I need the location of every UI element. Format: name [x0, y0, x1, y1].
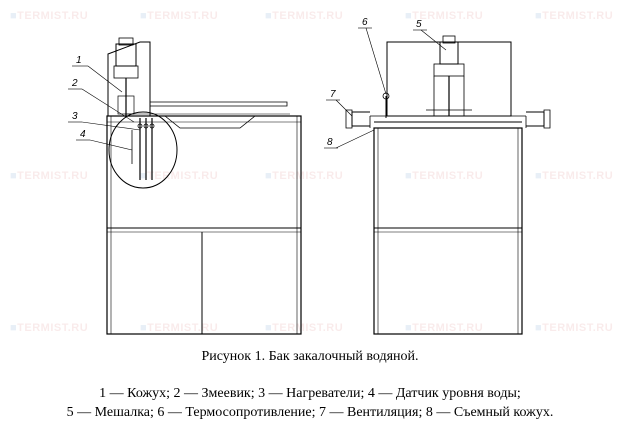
- callout-labels: 1 2 3 4 5 6 7 8: [71, 17, 422, 148]
- right-tank-body: [373, 127, 523, 335]
- callout-4: 4: [80, 129, 86, 140]
- callout-3: 3: [72, 111, 78, 122]
- right-view: [324, 27, 551, 335]
- watermark: TERMIST.RU: [10, 10, 88, 22]
- right-ventilation-left: [351, 111, 370, 127]
- left-leader-1: [87, 65, 123, 93]
- right-ventilation-right: [543, 109, 551, 129]
- left-lid-hopper: [164, 115, 256, 129]
- watermark: TERMIST.RU: [405, 322, 483, 334]
- left-motor-cap: [118, 37, 134, 46]
- callout-2: 2: [71, 78, 78, 89]
- left-fitting: [143, 123, 149, 129]
- watermark: TERMIST.RU: [405, 170, 483, 182]
- right-motor-cap: [442, 35, 456, 44]
- figure-caption: Рисунок 1. Бак закалочный водяной.: [201, 349, 419, 364]
- watermark: TERMIST.RU: [10, 170, 88, 182]
- legend-line-1: 1 — Кожух; 2 — Змеевик; 3 — Нагреватели;…: [99, 386, 521, 401]
- left-mount: [117, 95, 135, 115]
- watermark: TERMIST.RU: [265, 170, 343, 182]
- left-lid-tray: [149, 101, 288, 107]
- watermark: TERMIST.RU: [10, 322, 88, 334]
- figure-legend: 1 — Кожух; 2 — Змеевик; 3 — Нагреватели;…: [0, 384, 620, 422]
- watermark: TERMIST.RU: [140, 10, 218, 22]
- left-gearbox: [113, 65, 139, 79]
- callout-8: 8: [327, 137, 333, 148]
- left-fitting: [149, 123, 155, 129]
- left-tank-body: [106, 115, 302, 335]
- watermark: TERMIST.RU: [140, 322, 218, 334]
- right-gearbox: [433, 63, 465, 77]
- right-leader-7: [335, 99, 353, 117]
- right-motor: [439, 41, 459, 65]
- callout-7: 7: [330, 89, 336, 100]
- watermark: TERMIST.RU: [535, 10, 613, 22]
- callout-1: 1: [76, 55, 82, 66]
- right-leader-5: [420, 29, 447, 51]
- left-casing: [107, 41, 151, 117]
- callout-5: 5: [416, 19, 422, 30]
- right-stirrer-frame: [433, 76, 465, 116]
- left-detail-circle: [108, 111, 178, 189]
- left-leader-3: [81, 121, 141, 131]
- left-leader-2: [81, 88, 135, 123]
- watermark: TERMIST.RU: [265, 10, 343, 22]
- watermark: TERMIST.RU: [535, 170, 613, 182]
- left-leader-4: [89, 139, 133, 151]
- callout-6: 6: [362, 17, 368, 28]
- right-ventilation-right: [526, 111, 545, 127]
- watermark: TERMIST.RU: [265, 322, 343, 334]
- left-view: [68, 37, 302, 335]
- right-leader-6: [365, 27, 387, 95]
- right-ventilation-left: [345, 109, 353, 129]
- watermark: TERMIST.RU: [405, 10, 483, 22]
- technical-drawing: 1 2 3 4 5 6 7 8: [68, 17, 551, 335]
- watermark: TERMIST.RU: [535, 322, 613, 334]
- right-leader-8: [335, 129, 375, 149]
- legend-line-2: 5 — Мешалка; 6 — Термосопротивление; 7 —…: [66, 405, 554, 420]
- left-fitting: [137, 123, 143, 129]
